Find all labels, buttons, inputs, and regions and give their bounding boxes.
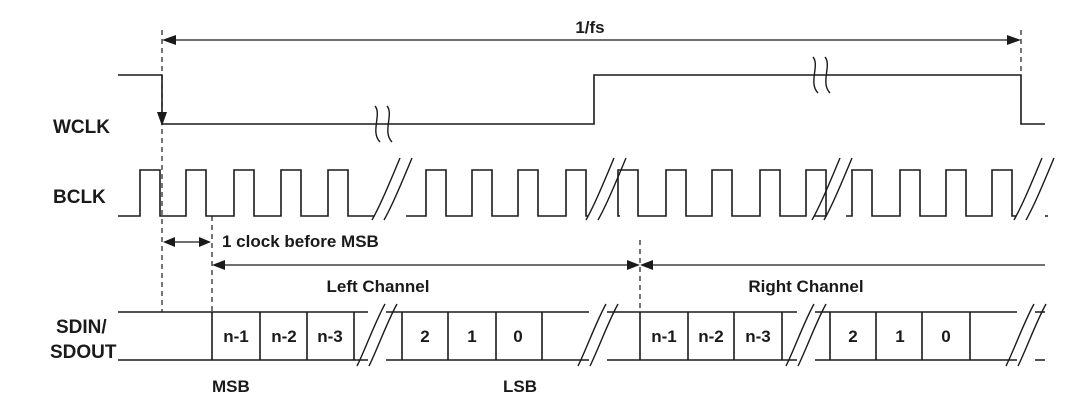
right-bit-0: 0 bbox=[941, 327, 950, 346]
msb-label: MSB bbox=[212, 377, 250, 396]
period-label: 1/fs bbox=[575, 18, 604, 37]
bclk-break-stroke bbox=[585, 157, 615, 221]
bclk-waveform bbox=[118, 169, 1048, 217]
lsb-label: LSB bbox=[503, 377, 537, 396]
bus-break-mask bbox=[797, 309, 815, 363]
left-bit-0: 0 bbox=[513, 327, 522, 346]
sdin-label: SDIN/ bbox=[56, 317, 107, 338]
bus-break-mask bbox=[1017, 309, 1035, 363]
right-bit-n-3: n-3 bbox=[745, 327, 771, 346]
period-arrow bbox=[162, 35, 1021, 45]
left-channel-label: Left Channel bbox=[327, 277, 430, 296]
left-bit-2: 2 bbox=[420, 327, 429, 346]
wclk-falling-edge-arrow bbox=[157, 112, 167, 126]
bclk-break-stroke bbox=[1025, 157, 1055, 221]
sdin-sdout-bus bbox=[118, 303, 1047, 367]
bus-break-mask bbox=[368, 309, 386, 363]
clock-before-msb-arrow bbox=[163, 237, 211, 247]
left-channel-arrow bbox=[212, 260, 640, 270]
right-bit-n-1: n-1 bbox=[651, 327, 677, 346]
bclk-break-stroke bbox=[383, 157, 413, 221]
bclk-label: BCLK bbox=[53, 187, 106, 208]
wclk-label: WCLK bbox=[53, 117, 110, 138]
bclk-break-stroke bbox=[597, 157, 627, 221]
left-bit-n-1: n-1 bbox=[223, 327, 249, 346]
bus-break-mask bbox=[589, 309, 607, 363]
bclk-break-stroke bbox=[823, 157, 853, 221]
sdout-label: SDOUT bbox=[50, 342, 117, 363]
bus-break-stroke bbox=[577, 303, 607, 367]
bus-break-stroke bbox=[797, 303, 827, 367]
bus-break-stroke bbox=[785, 303, 815, 367]
bus-break-stroke bbox=[589, 303, 619, 367]
bclk-break-stroke bbox=[1013, 157, 1043, 221]
right-bit-2: 2 bbox=[848, 327, 857, 346]
bclk-break-marks bbox=[371, 157, 1055, 221]
bus-break-stroke bbox=[1017, 303, 1047, 367]
wclk-waveform bbox=[118, 74, 1045, 125]
right-bit-n-2: n-2 bbox=[698, 327, 724, 346]
bclk-break-stroke bbox=[371, 157, 401, 221]
left-bit-1: 1 bbox=[467, 327, 476, 346]
clock-before-msb-label: 1 clock before MSB bbox=[222, 232, 379, 251]
left-bit-n-2: n-2 bbox=[271, 327, 297, 346]
bclk-break-stroke bbox=[811, 157, 841, 221]
bus-break-stroke bbox=[368, 303, 398, 367]
bus-break-stroke bbox=[1005, 303, 1035, 367]
right-bit-1: 1 bbox=[895, 327, 904, 346]
right-channel-arrow bbox=[640, 260, 1045, 270]
wclk-break-mark bbox=[812, 56, 831, 94]
left-bit-n-3: n-3 bbox=[317, 327, 343, 346]
right-channel-label: Right Channel bbox=[748, 277, 863, 296]
bus-break-stroke bbox=[356, 303, 386, 367]
wclk-break-mark bbox=[374, 105, 393, 143]
